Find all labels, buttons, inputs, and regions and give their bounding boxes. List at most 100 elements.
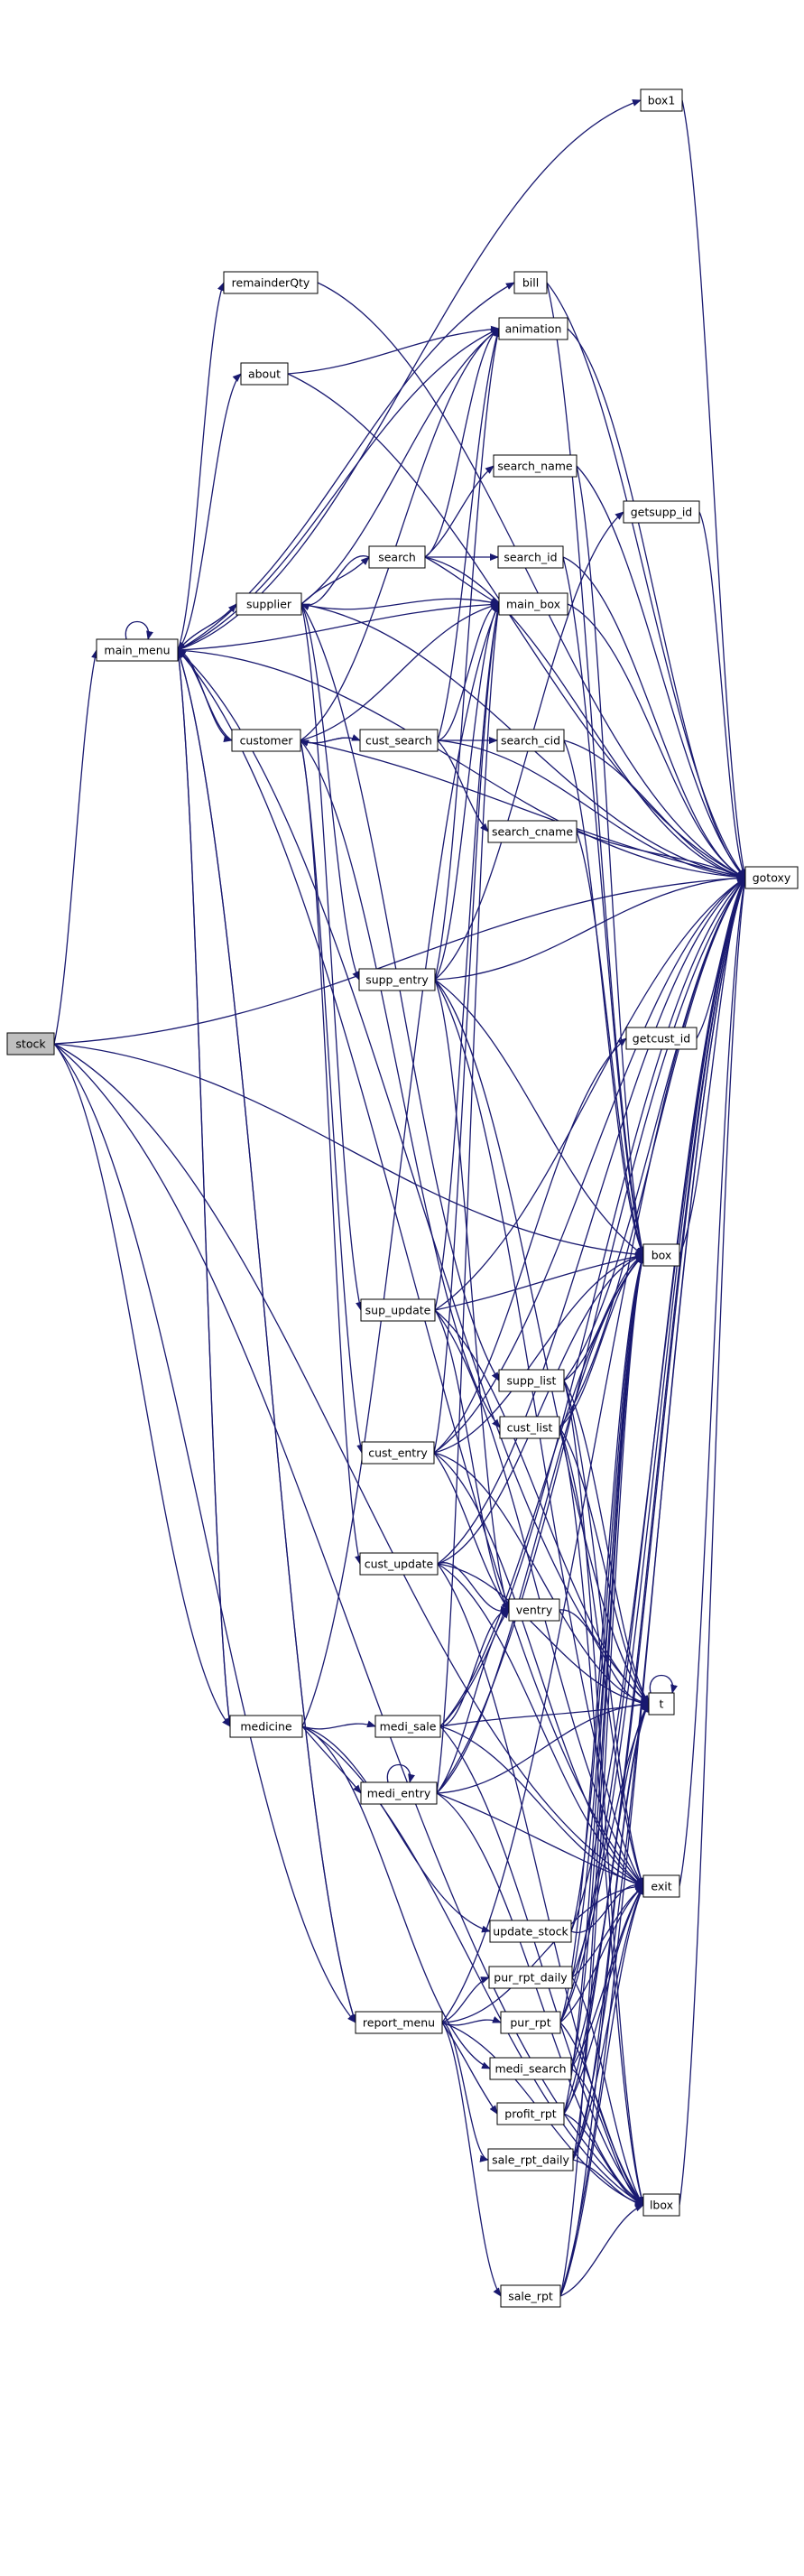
node-main_menu[interactable]: main_menu [96,638,179,662]
node-getcust_id[interactable]: getcust_id [625,1027,698,1050]
node-box-pur_rpt_daily [488,1966,573,1989]
node-report_menu[interactable]: report_menu [355,2011,443,2034]
node-supplier[interactable]: supplier [236,592,302,616]
node-stock[interactable]: stock [6,1032,55,1056]
node-label-sup_update: sup_update [365,1304,431,1317]
node-box-gotoxy [744,866,799,889]
node-box-cust_update [359,1552,439,1576]
edge-cust_entry-to-gotoxy [433,877,746,1454]
node-medicine[interactable]: medicine [229,1715,303,1738]
edge-report_menu-to-profit_rpt [441,2022,498,2115]
node-box-supp_entry [358,968,436,991]
edge-report_menu-to-exit [441,1883,644,2023]
node-box[interactable]: box [642,1243,680,1267]
node-sale_rpt_daily[interactable]: sale_rpt_daily [487,2148,574,2171]
node-box-cust_entry [361,1441,435,1465]
node-box-animation [498,317,568,340]
edge-sale_rpt-to-t [559,1703,650,2297]
node-medi_sale[interactable]: medi_sale [374,1715,441,1738]
node-medi_entry[interactable]: medi_entry [360,1781,438,1805]
node-t[interactable]: t [648,1692,675,1716]
node-about[interactable]: about [240,362,289,386]
node-label-cust_update: cust_update [365,1558,434,1571]
node-sup_update[interactable]: sup_update [360,1298,436,1322]
node-getsupp_id[interactable]: getsupp_id [623,500,700,524]
edge-report_menu-to-sale_rpt [441,2022,502,2297]
node-search_id[interactable]: search_id [497,545,564,569]
node-cust_entry[interactable]: cust_entry [361,1441,435,1465]
edge-main_menu-to-bill [177,282,515,651]
node-medi_search[interactable]: medi_search [489,2057,572,2080]
node-search[interactable]: search [368,545,426,569]
edge-ventry-to-t [559,1609,650,1708]
edge-cust_update-to-ventry [437,1561,510,1616]
node-supp_list[interactable]: supp_list [498,1369,565,1392]
edge-supp_list-to-exit [563,1380,644,1887]
node-label-medi_search: medi_search [494,2062,566,2076]
node-cust_list[interactable]: cust_list [499,1416,560,1439]
node-customer[interactable]: customer [231,729,301,752]
node-search_cname[interactable]: search_cname [487,820,578,843]
node-animation[interactable]: animation [498,317,568,340]
node-label-cust_list: cust_list [507,1421,553,1435]
node-box-medi_sale [374,1715,441,1738]
node-label-report_menu: report_menu [363,2016,435,2030]
edge-medi_search-to-lbox [570,2068,644,2206]
node-box-medicine [229,1715,303,1738]
edge-getsupp_id-to-gotoxy [698,511,746,879]
edge-box-to-gotoxy [679,877,746,1256]
edge-remainderQty-to-gotoxy [317,282,746,879]
node-cust_search[interactable]: cust_search [359,729,439,752]
node-search_name[interactable]: search_name [493,454,578,478]
edge-main_menu-to-about [177,373,242,651]
node-label-t: t [660,1697,664,1711]
node-bill[interactable]: bill [513,271,548,294]
node-exit[interactable]: exit [642,1874,680,1898]
node-label-supplier: supplier [246,598,292,611]
edge-supp_entry-to-t [434,979,650,1705]
edge-sale_rpt-to-gotoxy [559,877,746,2297]
node-label-lbox: lbox [650,2199,673,2212]
node-profit_rpt[interactable]: profit_rpt [496,2102,565,2125]
node-box-sale_rpt_daily [487,2148,574,2171]
node-box-supp_list [498,1369,565,1392]
edge-search_id-to-gotoxy [562,556,746,879]
edge-cust_update-to-box [437,1254,644,1565]
node-box-box1 [640,88,683,112]
edge-supp_entry-to-ventry [434,979,510,1611]
edge-customer-to-main_menu [177,649,233,741]
node-box-ventry [508,1598,560,1622]
node-lbox[interactable]: lbox [642,2193,680,2217]
edge-supplier-to-supp_entry [300,603,360,981]
node-pur_rpt_daily[interactable]: pur_rpt_daily [488,1966,573,1989]
node-main_box[interactable]: main_box [498,592,568,616]
node-label-search_cname: search_cname [492,825,573,839]
node-supp_entry[interactable]: supp_entry [358,968,436,991]
edge-sup_update-to-ventry [434,1309,510,1611]
node-gotoxy[interactable]: gotoxy [744,866,799,889]
node-sale_rpt[interactable]: sale_rpt [500,2284,561,2308]
edge-cust_list-to-exit [559,1427,644,1887]
node-label-medi_sale: medi_sale [380,1720,437,1734]
edge-supp_entry-to-animation [434,328,501,981]
node-remainderQty[interactable]: remainderQty [223,271,319,294]
node-label-getcust_id: getcust_id [633,1032,690,1046]
node-pur_rpt[interactable]: pur_rpt [500,2011,561,2034]
edge-report_menu-to-sale_rpt_daily [441,2022,489,2162]
node-box-about [240,362,289,386]
node-label-pur_rpt: pur_rpt [510,2016,550,2030]
node-update_stock[interactable]: update_stock [489,1920,572,1943]
node-label-cust_search: cust_search [365,734,432,748]
edge-customer-to-animation [300,328,500,741]
node-box1[interactable]: box1 [640,88,683,112]
node-ventry[interactable]: ventry [508,1598,560,1622]
edge-lbox-to-gotoxy [679,877,748,2206]
node-label-box: box [652,1249,672,1262]
edge-medi_entry-to-t [436,1700,650,1794]
edge-profit_rpt-to-exit [563,1885,644,2115]
node-label-getsupp_id: getsupp_id [631,506,693,519]
node-cust_update[interactable]: cust_update [359,1552,439,1576]
node-label-update_stock: update_stock [493,1925,568,1939]
node-search_cid[interactable]: search_cid [496,729,565,752]
